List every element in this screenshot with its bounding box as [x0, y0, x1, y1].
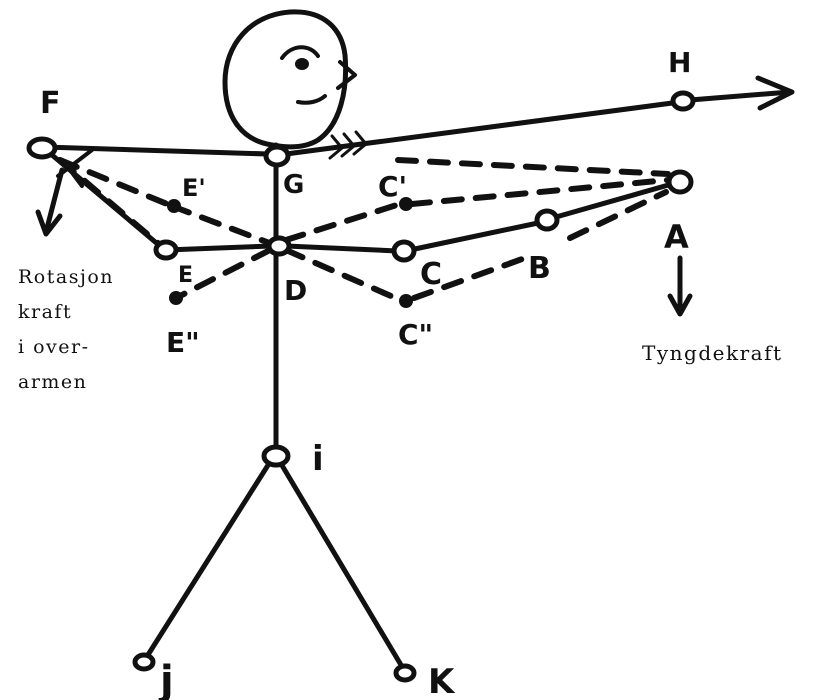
shoulder-line-left — [41, 144, 271, 157]
note-rotation-line4: armen — [18, 371, 87, 393]
arm-b-a — [553, 181, 675, 220]
dashed-lines — [57, 157, 671, 303]
dot-c1 — [399, 197, 413, 211]
label-c: C — [420, 257, 442, 292]
joint-f — [26, 136, 58, 160]
joint-a — [666, 169, 694, 195]
note-rotation-line2: kraft — [18, 301, 72, 323]
label-b: B — [528, 251, 551, 286]
label-a: A — [664, 218, 689, 256]
joint-b — [534, 208, 560, 232]
gravity-arrow — [667, 255, 693, 317]
arm-d-c — [283, 243, 401, 254]
joints — [26, 90, 696, 683]
fletching — [328, 130, 368, 160]
label-e1: E' — [182, 174, 206, 202]
dot-e1 — [167, 199, 181, 213]
label-f: F — [40, 86, 61, 121]
arm-c-b — [407, 220, 541, 253]
label-e2: E" — [166, 326, 200, 359]
note-rotation-line1: Rotasjon — [18, 266, 114, 288]
dot-c2 — [399, 294, 413, 308]
label-k: K — [428, 662, 456, 700]
note-gravity: Tyngdekraft — [642, 341, 783, 365]
label-d: D — [284, 274, 307, 307]
right-leg — [277, 459, 407, 673]
label-i: i — [312, 439, 324, 479]
label-c1: C' — [378, 170, 407, 203]
arrow-head-h — [755, 75, 795, 111]
joint-e — [153, 239, 179, 261]
joint-d — [266, 235, 292, 257]
label-c2: C" — [398, 318, 433, 351]
arm-e-d — [163, 243, 275, 253]
joint-j — [132, 652, 156, 672]
label-e: E — [178, 263, 193, 288]
joint-i — [261, 444, 291, 468]
left-leg — [143, 459, 273, 661]
joint-g — [263, 144, 291, 168]
dot-e2 — [169, 291, 183, 305]
joint-k — [393, 663, 417, 683]
note-rotation-line3: i over- — [18, 336, 90, 358]
shoulder-line-right — [283, 99, 683, 157]
label-j: j — [158, 658, 174, 700]
joint-c — [391, 239, 417, 263]
rotation-force-arrow — [35, 148, 94, 237]
label-g: G — [283, 170, 304, 200]
arrow-shaft-h — [687, 89, 793, 103]
joint-h — [670, 90, 696, 112]
label-h: H — [668, 46, 691, 79]
head — [222, 9, 357, 150]
